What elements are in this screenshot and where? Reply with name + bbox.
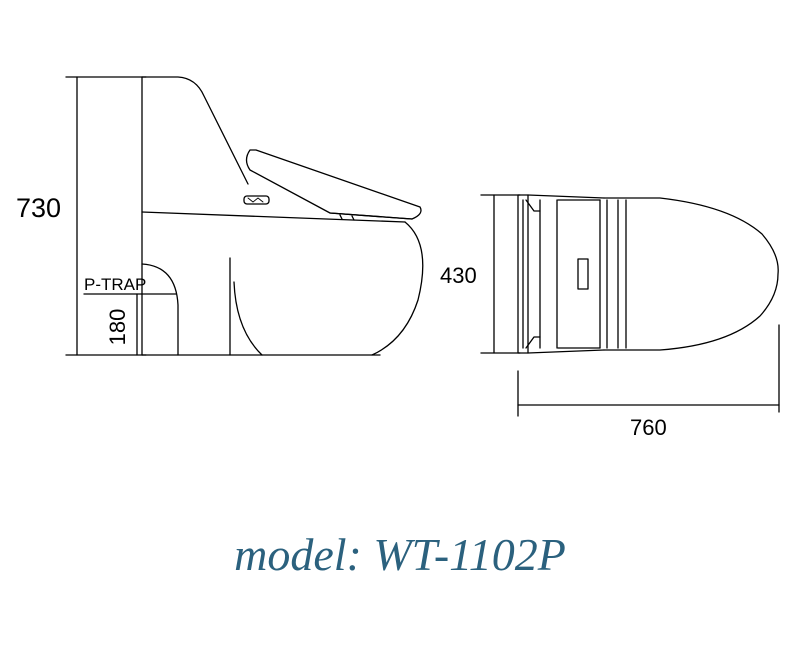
seat-outline [604, 198, 778, 350]
control-button [244, 196, 269, 204]
bowl-outline [372, 222, 423, 355]
trap-height-dimension: 180 [105, 308, 130, 346]
handle-slot [578, 259, 588, 289]
tank-outline [142, 77, 248, 184]
top-view [481, 195, 779, 416]
side-view [66, 77, 423, 355]
p-trap-label: P-TRAP [84, 275, 147, 294]
p-trap-curve [142, 264, 178, 355]
model-caption: model: WT-1102P [234, 529, 566, 580]
seat-cover [247, 150, 422, 219]
height-dimension: 730 [16, 193, 62, 223]
body-top-line [142, 212, 405, 222]
tank-top [518, 195, 528, 353]
length-dimension: 760 [630, 415, 667, 440]
width-dimension: 430 [440, 263, 477, 288]
